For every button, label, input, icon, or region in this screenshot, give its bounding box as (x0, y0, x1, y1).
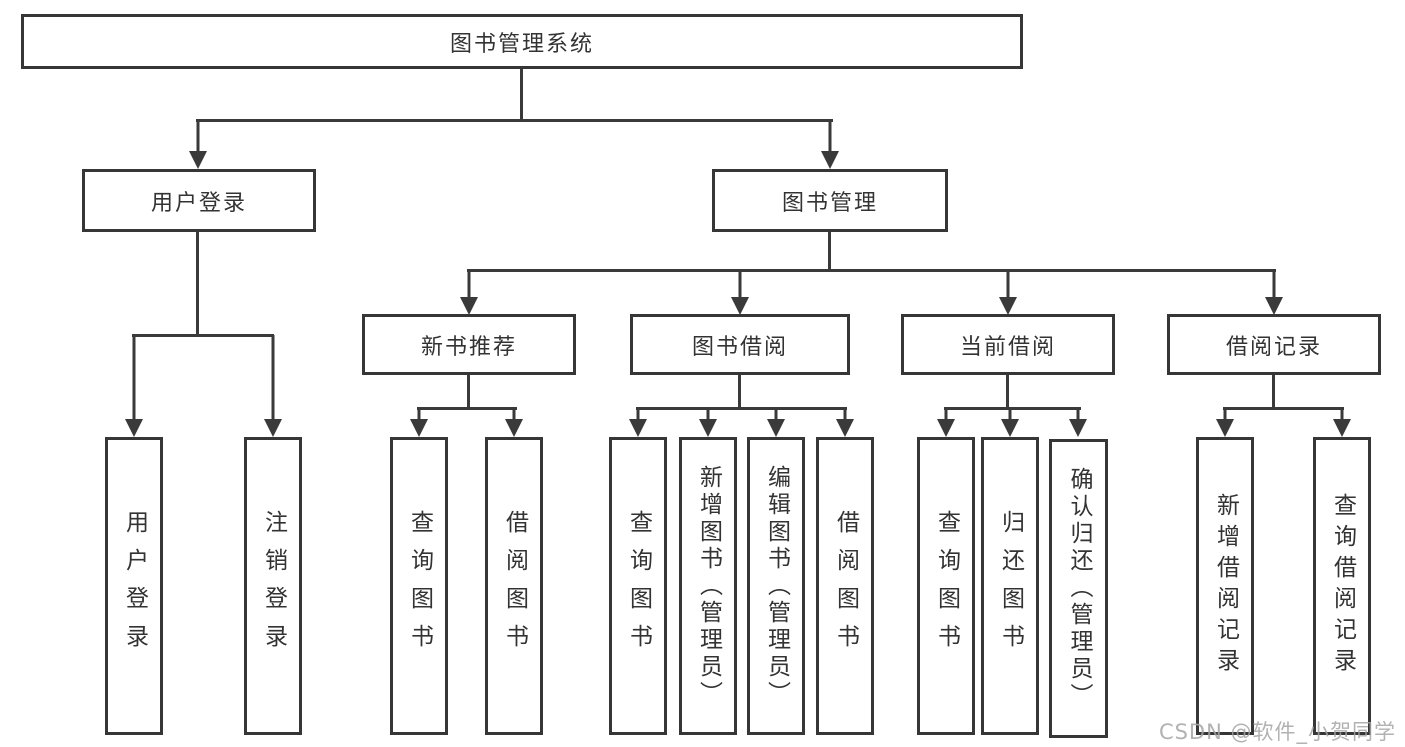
leaf-borrow-edit-admin-label: 编辑图书（管理员） (763, 464, 790, 708)
arrow-book-borrow-1 (628, 408, 648, 437)
leaf-current-return-label: 归还图书 (997, 510, 1024, 662)
node-new-book-label: 新书推荐 (420, 334, 517, 360)
leaf-borrow-query: 查询图书 (609, 437, 667, 735)
leaf-user-login: 用户登录 (105, 437, 163, 735)
leaf-current-confirm-admin-label: 确认归还（管理员） (1066, 467, 1092, 710)
connector-rail-new-book (417, 407, 517, 410)
arrow-book-borrow-4 (835, 408, 855, 437)
arrow-to-new-book (459, 270, 479, 315)
leaf-record-query-label: 查询借阅记录 (1329, 493, 1356, 679)
arrow-to-borrow-record (1264, 270, 1284, 315)
node-borrow-record: 借阅记录 (1167, 314, 1381, 375)
leaf-record-add-label: 新增借阅记录 (1212, 493, 1239, 679)
leaf-borrow-add-admin: 新增图书（管理员） (679, 437, 737, 735)
leaf-current-return: 归还图书 (981, 437, 1039, 735)
leaf-current-confirm-admin: 确认归还（管理员） (1049, 439, 1108, 738)
node-current-borrow: 当前借阅 (901, 314, 1115, 375)
csdn-watermark: CSDN @软件_小贺同学 (1158, 720, 1396, 744)
leaf-new-book-borrow-label: 借阅图书 (501, 510, 528, 662)
node-root-label: 图书管理系统 (449, 31, 594, 57)
node-book-borrow: 图书借阅 (630, 314, 850, 375)
leaf-logout: 注销登录 (244, 437, 302, 735)
node-user-login-label: 用户登录 (150, 190, 247, 216)
node-book-mgmt: 图书管理 (712, 169, 948, 232)
node-root: 图书管理系统 (21, 14, 1023, 69)
arrow-current-borrow-3 (1068, 408, 1088, 437)
arrow-book-borrow-2 (698, 408, 718, 437)
connector-root-stub (520, 69, 523, 121)
arrow-to-leaf-logout (263, 335, 283, 437)
leaf-current-query-label: 查询图书 (933, 510, 960, 662)
leaf-new-book-borrow: 借阅图书 (485, 437, 543, 735)
leaf-record-add: 新增借阅记录 (1196, 437, 1254, 735)
node-current-borrow-label: 当前借阅 (959, 334, 1056, 360)
leaf-new-book-query-label: 查询图书 (406, 510, 433, 662)
connector-borrow-record-stub (1272, 375, 1275, 410)
arrow-new-book-2 (504, 408, 524, 437)
connector-book-borrow-stub (738, 375, 741, 410)
leaf-borrow-query-label: 查询图书 (625, 510, 652, 662)
node-borrow-record-label: 借阅记录 (1225, 334, 1322, 360)
connector-rail-user-login (132, 334, 274, 337)
leaf-borrow-add-admin-label: 新增图书（管理员） (695, 464, 722, 708)
node-user-login: 用户登录 (82, 169, 316, 232)
connector-rail-current-borrow (944, 407, 1081, 410)
leaf-new-book-query: 查询图书 (390, 437, 448, 735)
leaf-user-login-label: 用户登录 (121, 510, 148, 662)
node-book-mgmt-label: 图书管理 (781, 190, 878, 216)
leaf-logout-label: 注销登录 (260, 510, 287, 662)
arrow-to-book-mgmt (820, 120, 840, 169)
arrow-to-leaf-user-login (124, 335, 144, 437)
arrow-current-borrow-1 (936, 408, 956, 437)
arrow-current-borrow-2 (1000, 408, 1020, 437)
arrow-borrow-record-2 (1332, 408, 1352, 437)
connector-book-mgmt-stub (828, 232, 831, 272)
arrow-to-user-login (188, 120, 208, 169)
arrow-to-current-borrow (998, 270, 1018, 315)
connector-rail-level2 (196, 119, 833, 122)
arrow-new-book-1 (409, 408, 429, 437)
connector-user-login-stub (196, 232, 199, 336)
node-new-book: 新书推荐 (362, 314, 576, 375)
connector-rail-book-borrow (636, 407, 847, 410)
leaf-borrow-edit-admin: 编辑图书（管理员） (747, 437, 805, 735)
leaf-borrow-borrow-label: 借阅图书 (832, 510, 859, 662)
connector-rail-borrow-record (1223, 407, 1344, 410)
node-book-borrow-label: 图书借阅 (691, 334, 788, 360)
arrow-to-book-borrow (730, 270, 750, 315)
leaf-borrow-borrow: 借阅图书 (816, 437, 874, 735)
arrow-borrow-record-1 (1215, 408, 1235, 437)
connector-new-book-stub (467, 375, 470, 410)
connector-rail-level3 (467, 269, 1276, 272)
leaf-record-query: 查询借阅记录 (1313, 437, 1371, 735)
arrow-book-borrow-3 (766, 408, 786, 437)
leaf-current-query: 查询图书 (917, 437, 975, 735)
connector-current-borrow-stub (1006, 375, 1009, 410)
